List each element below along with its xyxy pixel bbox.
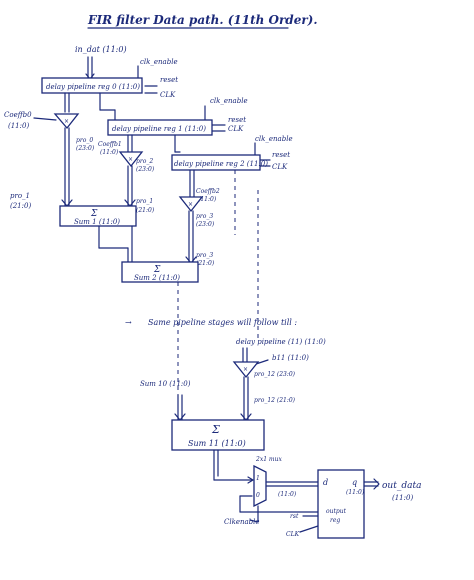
reg1-clk-label: CLK <box>228 125 244 133</box>
output-reg-q: q <box>352 478 357 487</box>
output-clk-enable-label: Clkenable <box>224 518 260 526</box>
reg2-reset-label: reset <box>272 151 290 159</box>
sum10-label: Sum 10 (11:0) <box>140 380 191 388</box>
sum1-sigma: Σ <box>90 209 98 219</box>
output-reg-d: d <box>323 478 328 487</box>
sum11-label: Sum 11 (11:0) <box>188 439 246 448</box>
pro2-label: pro_2 <box>136 158 153 165</box>
coeff-b0-label: Coeffb0 <box>4 111 32 119</box>
out-data-label: out_data <box>382 481 421 491</box>
output-reg-label-1: output <box>326 508 347 515</box>
output-reg-clk: CLK <box>286 531 300 538</box>
svg-text:×: × <box>64 118 69 125</box>
sum11-sigma: Σ <box>211 423 220 436</box>
reg0-clk-label: CLK <box>160 91 176 99</box>
svg-text:×: × <box>243 366 248 373</box>
reg0-reset-label: reset <box>160 76 178 84</box>
multiplier-b1 <box>118 151 144 168</box>
mux-in0: 0 <box>256 492 260 499</box>
pro1b-label: pro_1 <box>136 198 153 205</box>
mux-in1: 1 <box>256 475 260 482</box>
coeff-b1-label: Coeffb1 <box>98 141 122 148</box>
output-reg-rst: rst <box>290 513 299 520</box>
svg-text:×: × <box>188 201 193 208</box>
mux-2x1 <box>253 464 267 508</box>
pro0-label: pro_0 <box>76 137 93 144</box>
pro3b-label: pro_3 <box>196 252 213 259</box>
delay-pipeline-reg-0 <box>41 77 143 94</box>
pro3b-width: (21:0) <box>196 260 215 267</box>
pro1-label: pro_1 <box>10 192 30 200</box>
multiplier-b0 <box>53 113 80 130</box>
reg1-clk-enable-label: clk_enable <box>210 97 248 105</box>
sum2-label: Sum 2 (11:0) <box>134 274 180 282</box>
pro0-width: (23:0) <box>76 145 95 152</box>
output-reg-q-width: (11:0) <box>346 489 365 496</box>
pro1-width: (21:0) <box>10 202 31 210</box>
reg2-label: delay pipeline reg 2 (11:0) <box>174 160 268 168</box>
delay-pipeline-reg-2 <box>171 154 261 171</box>
reg0-label: delay pipeline reg 0 (11:0) <box>46 83 140 91</box>
out-data-width: (11:0) <box>392 494 413 502</box>
pro3-width: (23:0) <box>196 221 215 228</box>
output-reg-label-2: reg <box>330 517 340 524</box>
sum1-adder <box>59 205 137 227</box>
pro3-label: pro_3 <box>196 213 213 220</box>
coeff-b2-label: Coeffb2 <box>196 188 220 195</box>
coeff-b1-width: (11:0) <box>100 149 119 156</box>
multiplier-b2 <box>178 196 204 213</box>
svg-text:→: → <box>125 318 132 327</box>
delay-pipeline-11-label: delay pipeline (11) (11:0) <box>236 338 326 346</box>
coeff-b0-width: (11:0) <box>8 122 29 130</box>
sum1-label: Sum 1 (11:0) <box>74 218 120 226</box>
coeff-b11-label: b11 (11:0) <box>272 354 309 362</box>
mux-label: 2x1 mux <box>255 456 282 463</box>
svg-text:×: × <box>128 156 133 163</box>
sum2-adder <box>121 261 199 283</box>
reg2-clk-label: CLK <box>272 163 288 171</box>
reg0-clk-enable-label: clk_enable <box>140 58 178 66</box>
diagram-title: FIR filter Data path. (11th Order). <box>87 13 318 27</box>
reg1-reset-label: reset <box>228 116 246 124</box>
reg1-label: delay pipeline reg 1 (11:0) <box>112 125 206 133</box>
sum2-sigma: Σ <box>153 265 161 275</box>
pro12-label: pro_12 (23:0) <box>254 371 296 378</box>
pipeline-note: Same pipeline stages will follow till : <box>148 318 297 327</box>
reg2-clk-enable-label: clk_enable <box>255 135 293 143</box>
output-register <box>317 469 365 539</box>
multiplier-b11 <box>232 361 260 379</box>
pro2-width: (23:0) <box>136 166 155 173</box>
pro1b-width: (21:0) <box>136 207 155 214</box>
delay-pipeline-reg-1 <box>107 119 213 136</box>
mux-out-width: (11:0) <box>278 491 297 498</box>
pro12b-label: pro_12 (21:0) <box>254 397 296 404</box>
input-in-dat-label: in_dat (11:0) <box>75 45 127 54</box>
coeff-b2-width: (11:0) <box>198 196 217 203</box>
